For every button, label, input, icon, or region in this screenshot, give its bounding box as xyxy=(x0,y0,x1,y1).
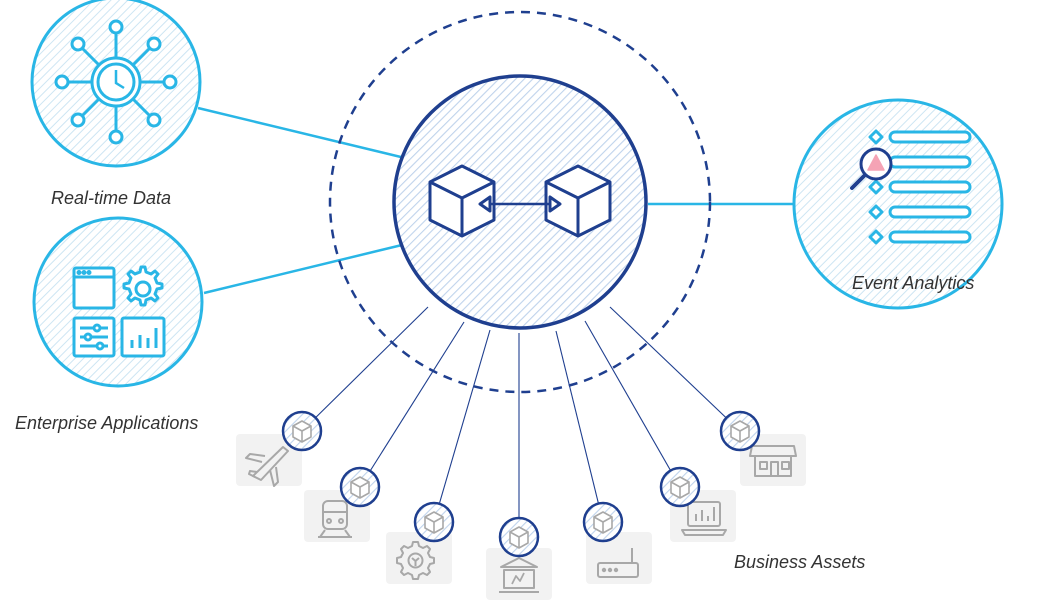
bank-icon xyxy=(499,557,539,593)
realtime-data-label: Real-time Data xyxy=(51,188,172,208)
enterprise-applications-source xyxy=(32,216,204,388)
spoke-laptop xyxy=(584,320,681,488)
cube-icon xyxy=(509,526,529,549)
router-icon xyxy=(597,548,639,578)
cube-icon xyxy=(670,476,690,499)
spoke-airplane xyxy=(301,306,429,432)
cube-icon xyxy=(350,476,370,499)
realtime-data-source xyxy=(30,0,202,168)
source-connectors xyxy=(197,106,795,295)
asset-gear xyxy=(386,532,452,584)
business-assets xyxy=(236,434,806,600)
asset-bank xyxy=(486,548,552,600)
asset-spokes xyxy=(301,306,741,537)
mesh-node-laptop xyxy=(659,466,701,508)
storefront-icon xyxy=(749,445,797,477)
mesh-node-bank xyxy=(498,516,540,558)
event-analytics-label: Event Analytics xyxy=(852,273,975,293)
enterprise-applications-label: Enterprise Applications xyxy=(15,413,199,433)
spoke-gear xyxy=(433,329,491,523)
search-list-icon xyxy=(850,129,972,245)
mesh-nodes xyxy=(281,410,761,558)
cube-exchange-icon xyxy=(428,164,612,238)
asset-router xyxy=(586,532,652,584)
cube-icon xyxy=(292,420,312,443)
event-broker-hub xyxy=(392,74,648,330)
mesh-boundary-ring xyxy=(328,10,712,394)
spoke-store xyxy=(609,306,741,432)
asset-airplane xyxy=(236,434,302,487)
train-icon xyxy=(318,500,352,538)
airplane-icon xyxy=(245,446,289,487)
spoke-router xyxy=(555,330,604,523)
cube-icon xyxy=(424,511,444,534)
event-analytics-target xyxy=(792,98,1004,310)
cube-icon xyxy=(593,511,613,534)
spoke-train xyxy=(359,321,465,488)
cube-icon xyxy=(730,420,750,443)
mesh-node-airplane xyxy=(281,410,323,452)
clock-network-icon xyxy=(54,19,178,145)
mesh-node-gear xyxy=(413,501,455,543)
connector-realtime xyxy=(197,106,406,160)
asset-storefront xyxy=(740,434,806,486)
business-assets-label: Business Assets xyxy=(734,552,866,572)
mesh-node-train xyxy=(339,466,381,508)
mesh-node-store xyxy=(719,410,761,452)
laptop-chart-icon xyxy=(681,501,727,536)
app-dashboard-icon xyxy=(72,265,166,358)
gear-icon xyxy=(396,541,435,580)
mesh-node-router xyxy=(582,501,624,543)
connector-enterprise xyxy=(203,243,403,295)
